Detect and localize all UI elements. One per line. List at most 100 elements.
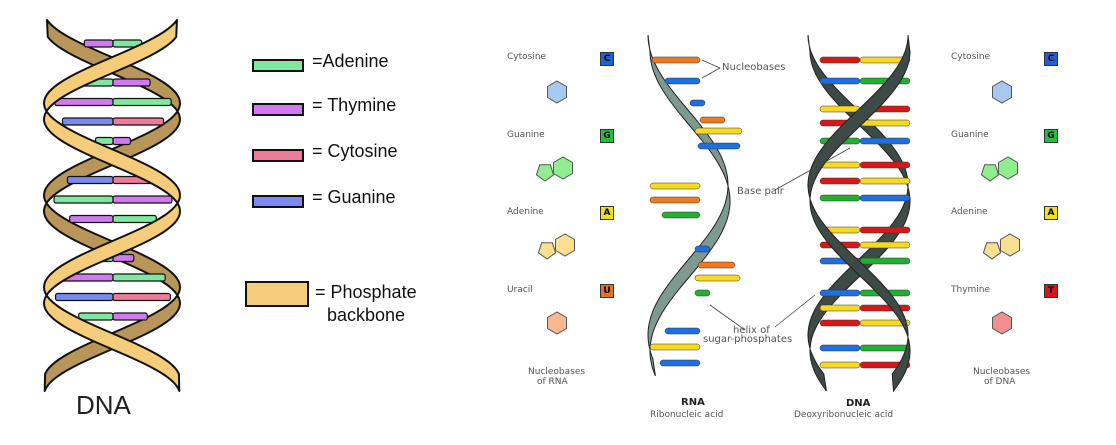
dna-base-left [819,56,861,64]
rna-base-name: Guanine [507,130,545,140]
dna-subtitle: Deoxyribonucleic acid [794,410,894,420]
adenine-ring-5 [982,242,1002,260]
cytosine-label: = Cytosine [312,141,398,161]
backbone-label-line2: backbone [327,305,406,325]
rna-subtitle: Ribonucleic acid [650,410,724,420]
rna-caption-line2: of RNA [537,377,568,387]
rna-nucleobase [697,142,741,150]
rna-backbone [647,34,731,377]
cytosine-molecule [547,80,567,104]
dna-base-left [819,304,861,312]
adenine-swatch [252,59,304,72]
base-pair-pointer [774,147,851,191]
thymine-base [112,136,132,146]
rna-nucleobase [649,343,701,351]
dna-helix-illustration [43,19,181,392]
thymine-molecule [992,311,1012,335]
dna-base-left [819,194,861,202]
rna-caption-line1: Nucleobases [528,367,586,377]
backbone-swatch [245,281,309,307]
nucleobases-annotation: Nucleobases [722,62,786,73]
rna-nucleobase [689,99,706,107]
adenine-base [112,214,157,224]
dna-caption-line1: Nucleobases [973,367,1031,377]
dna-backbone-strand-b [807,34,911,393]
adenine-base [112,273,166,282]
rna-nucleobase [699,116,726,124]
rna-nucleobase [649,182,701,190]
base-pair-annotation: Base pair [737,186,784,197]
guanine-ring-5 [980,164,1000,182]
dna-base-name: Adenine [951,207,988,217]
back-strand [43,19,181,392]
dna-base-right [859,161,911,169]
dna-base-name: Guanine [951,130,989,140]
rna-nucleobase [649,196,701,204]
dna-base-right [859,226,911,234]
nucleobases-pointer [701,59,721,69]
guanine-swatch [252,195,304,208]
rna-base-name: Adenine [507,207,544,217]
dna-base-badge: A [1044,206,1058,220]
adenine-label: =Adenine [312,51,389,71]
rna-base-name: Uracil [507,285,533,295]
adenine-ring-5 [537,242,557,260]
dna-base-right [859,137,911,145]
dna-base-left [819,77,861,85]
dna-base-right [859,177,911,185]
rna-nucleobase [664,327,701,335]
adenine-base [112,97,172,107]
dna-base-left [819,289,861,297]
dna-base-left [819,177,861,185]
backbone-label-line1: = Phosphate [315,282,417,302]
dna-base-right [859,241,911,249]
dna-base-right [859,344,911,352]
guanine-ring-6 [998,156,1018,180]
thymine-base [112,78,151,87]
dna-base-badge: C [1044,52,1058,66]
thymine-base [112,253,135,263]
adenine-ring-6 [1000,233,1020,257]
guanine-label: = Guanine [312,187,396,207]
dna-base-right [859,194,911,202]
rna-base-badge: C [600,52,614,66]
thymine-label: = Thymine [312,95,397,115]
rna-nucleobase [694,289,711,297]
dna-title-right: DNA [846,398,871,409]
cytosine-base [112,292,172,302]
guanine-ring-5 [535,164,555,182]
helix-pointer-rna [709,304,746,331]
dna-base-name: Cytosine [951,52,991,62]
rna-base-badge: U [600,284,614,298]
dna-base-badge: T [1044,284,1058,298]
helix-annotation-line1: helix of [733,325,770,336]
dna-base-left [819,161,861,169]
rna-nucleobase [661,211,701,219]
adenine-ring-6 [555,233,575,257]
dna-base-name: Thymine [951,285,991,295]
uracil-molecule [547,311,567,335]
rna-nucleobase [664,77,701,85]
dna-base-left [819,105,861,113]
dna-base-left [819,319,861,327]
cytosine-swatch [252,149,304,162]
helix-annotation-line2: sugar-phosphates [703,334,793,345]
rna-base-badge: A [600,206,614,220]
dna-base-right [859,119,911,127]
dna-base-right [859,56,911,64]
dna-base-left [819,361,861,369]
dna-base-badge: G [1044,129,1058,143]
front-strand [43,19,181,392]
thymine-base [112,195,173,204]
thymine-swatch [252,103,304,116]
rna-base-badge: G [600,129,614,143]
dna-base-right [859,304,911,312]
dna-caption-line2: of DNA [984,377,1016,387]
guanine-ring-6 [553,156,573,180]
rna-title: RNA [681,397,705,408]
rna-nucleobase [694,245,711,253]
cytosine-molecule [992,80,1012,104]
dna-base-right [859,319,911,327]
nucleobases-pointer [701,67,721,79]
